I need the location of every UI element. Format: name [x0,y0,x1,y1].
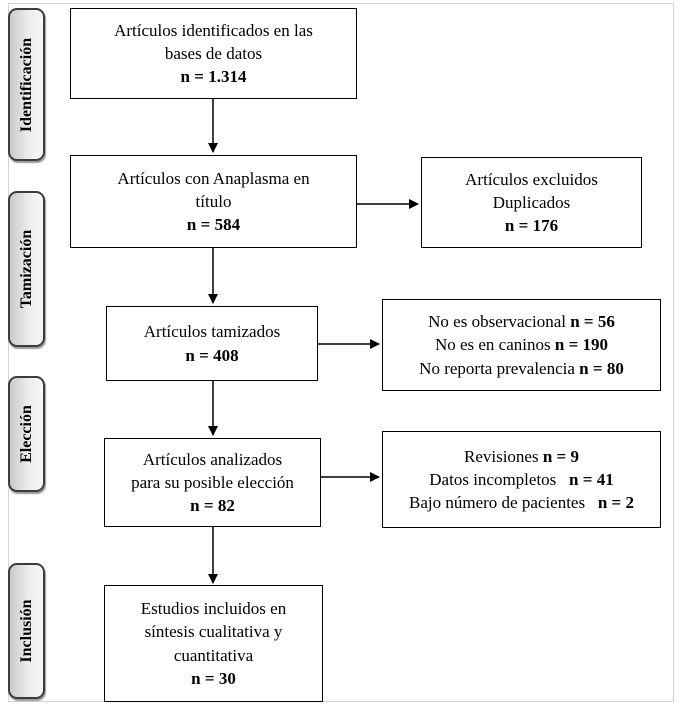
phase-tab-inclusion: Inclusión [8,563,45,699]
exclusion-item: Revisiones n = 9 [463,446,579,466]
box-count: n = 176 [504,216,559,236]
box-count: n = 408 [185,345,239,365]
box-count: n = 584 [186,215,241,235]
box-text-line: síntesis cualitativa y [144,622,283,642]
box-analyzed: Artículos analizados para su posible ele… [104,438,321,527]
box-text-line: título [195,191,232,211]
box-identified: Artículos identificados en las bases de … [70,8,357,99]
box-text-line: Estudios incluidos en [140,599,287,619]
box-title: Artículos con Anaplasma en título n = 58… [70,155,357,248]
box-screened: Artículos tamizados n = 408 [106,306,318,381]
box-text-line: para su posible elección [131,472,294,492]
box-text-line: Artículos identificados en las [114,20,313,40]
box-count: n = 30 [191,668,236,688]
box-text-line: Artículos excluidos [465,169,598,189]
box-excluded: Artículos excluidos Duplicados n = 176 [421,157,642,248]
box-text-line: Artículos con Anaplasma en [117,168,310,188]
exclusion-item: No reporta prevalencia n = 80 [419,358,624,378]
phase-tab-eleccion: Elección [8,376,45,492]
box-count: n = 82 [190,496,235,516]
box-count: n = 1.314 [180,67,247,87]
box-text-line: Artículos analizados [142,449,283,469]
phase-tab-identificacion: Identificación [8,8,45,161]
box-included: Estudios incluidos en síntesis cualitati… [104,585,323,702]
box-text-line: Duplicados [492,192,571,212]
exclusion-item: No es observacional n = 56 [428,312,615,332]
exclusion-item: Datos incompletos n = 41 [429,469,614,489]
exclusion-item: Bajo número de pacientes n = 2 [409,493,634,513]
box-text-line: bases de datos [164,43,263,63]
exclusion-item: No es en caninos n = 190 [434,335,609,355]
box-text-line: Artículos tamizados [143,322,281,342]
box-analyzed-exclusions: Revisiones n = 9 Datos incompletos n = 4… [382,431,661,528]
phase-tab-tamizacion: Tamización [8,191,45,347]
box-text-line: cuantitativa [173,645,254,665]
box-screen-exclusions: No es observacional n = 56 No es en cani… [382,299,661,391]
